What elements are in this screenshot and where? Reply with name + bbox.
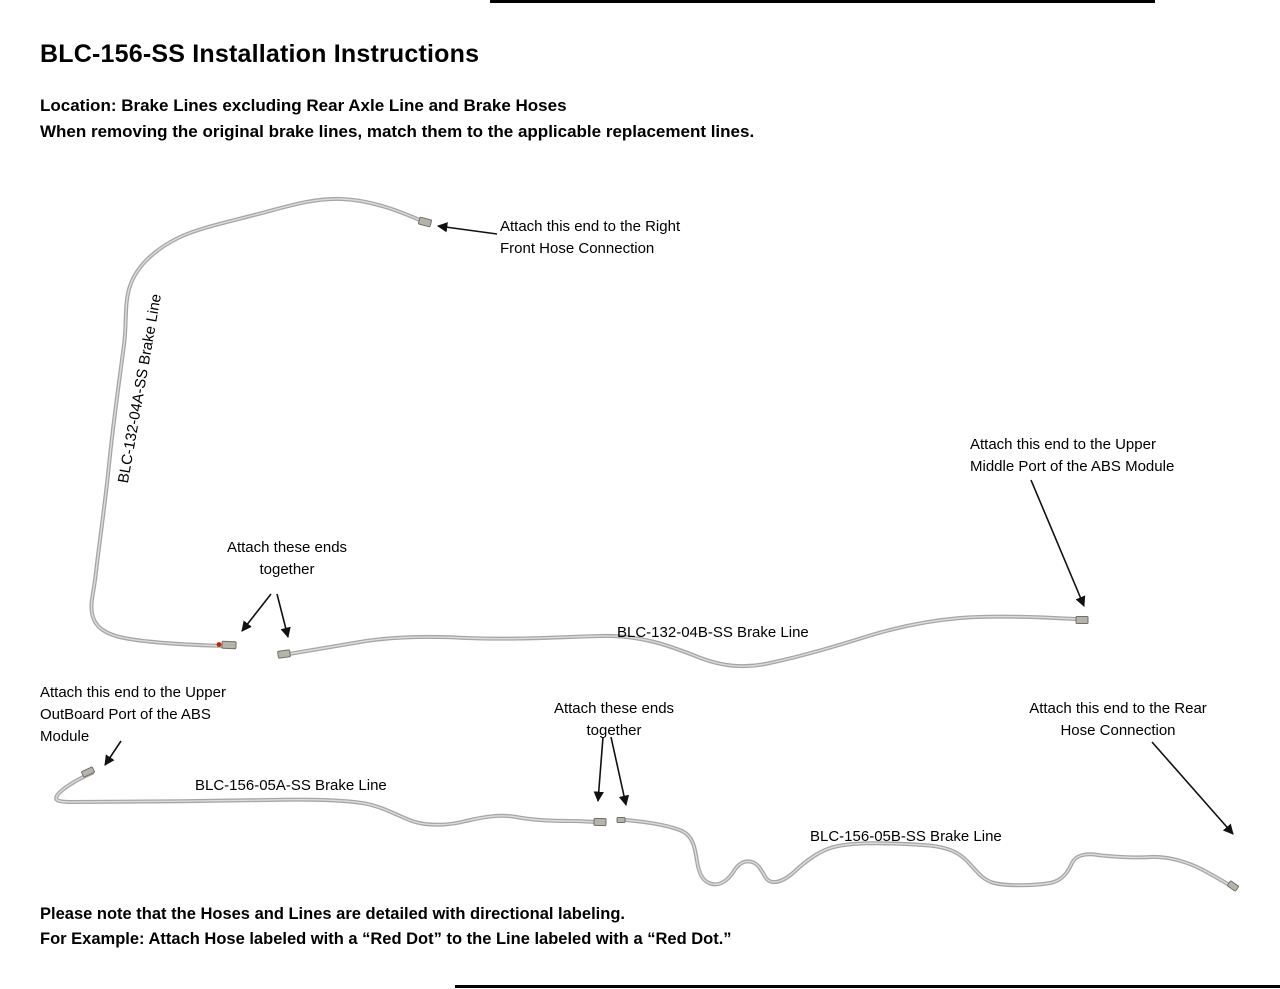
brake-line-b	[277, 614, 1089, 669]
fitting-c-left	[81, 766, 95, 778]
annotation-ends-together-top: Attach these ends together	[226, 539, 348, 578]
fitting-a-bottom	[221, 640, 237, 650]
scan-artifact-bottom	[455, 985, 1280, 988]
location-line: Location: Brake Lines excluding Rear Axl…	[40, 96, 567, 115]
arrow-rear-hose	[1151, 741, 1234, 835]
annotation-right-front-hose: Attach this end to the Right Front Hose …	[500, 218, 681, 257]
fitting-d-left	[616, 817, 626, 823]
arrow-ends-together-bottom-right	[610, 736, 630, 807]
fitting-c-right	[593, 817, 607, 827]
pointer-arrows	[104, 222, 1234, 835]
brake-line-d-highlight	[624, 819, 1232, 887]
red-dot-marker	[216, 642, 222, 647]
brake-line-b-highlight	[288, 615, 1077, 667]
fitting-a-top	[418, 216, 432, 228]
arrow-upper-outboard-abs	[104, 740, 122, 766]
arrow-ends-together-top-right	[276, 593, 291, 639]
arrow-upper-middle-abs	[1030, 479, 1086, 607]
removal-instruction-line: When removing the original brake lines, …	[40, 122, 755, 141]
brake-line-d	[616, 817, 1239, 892]
page-title: BLC-156-SS Installation Instructions	[40, 40, 480, 68]
footer-note-red-dot-example: For Example: Attach Hose labeled with a …	[40, 930, 732, 948]
annotation-upper-outboard-abs: Attach this end to the Upper OutBoard Po…	[40, 684, 226, 745]
footer-note-directional-labeling: Please note that the Hoses and Lines are…	[40, 905, 625, 923]
fitting-b-left	[277, 649, 291, 659]
arrow-ends-together-bottom-left	[593, 736, 604, 803]
arrow-ends-together-top-left	[241, 593, 272, 632]
annotation-rear-hose: Attach this end to the Rear Hose Connect…	[1029, 700, 1207, 739]
brake-line-a-highlight	[90, 198, 425, 647]
annotation-upper-middle-abs: Attach this end to the Upper Middle Port…	[970, 436, 1175, 475]
line-d-label: BLC-156-05B-SS Brake Line	[810, 828, 1002, 845]
annotation-ends-together-bottom: Attach these ends together	[553, 700, 675, 739]
fitting-b-right	[1075, 616, 1089, 624]
line-b-label: BLC-132-04B-SS Brake Line	[617, 624, 809, 641]
arrow-right-front-hose	[436, 222, 498, 235]
brake-line-a	[89, 196, 432, 650]
brake-line-c-highlight	[55, 772, 598, 826]
scan-artifact-top	[490, 0, 1155, 3]
brake-line-c	[54, 766, 607, 827]
line-c-label: BLC-156-05A-SS Brake Line	[195, 777, 387, 794]
fitting-d-right	[1227, 880, 1239, 892]
